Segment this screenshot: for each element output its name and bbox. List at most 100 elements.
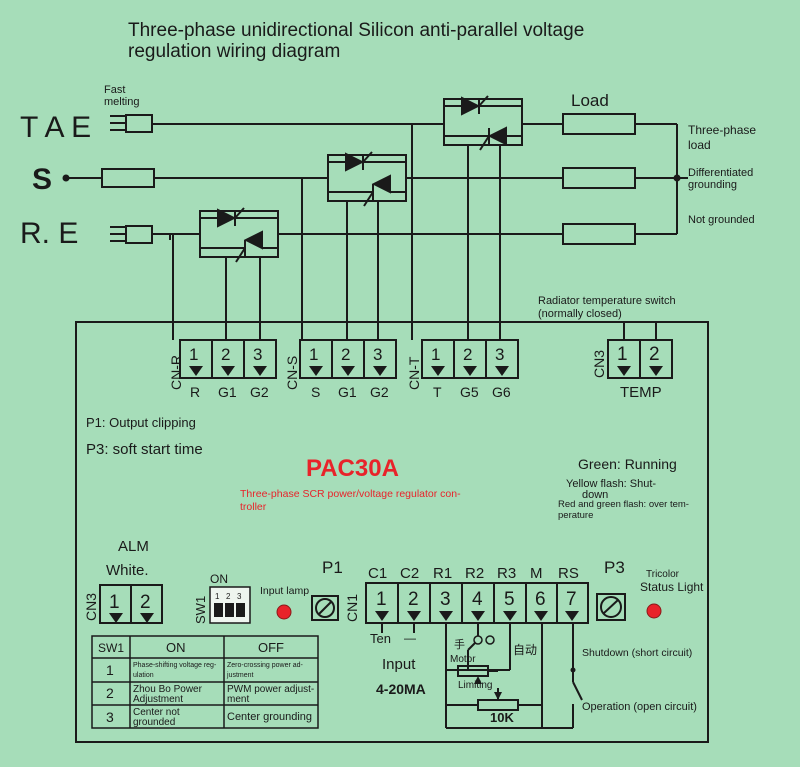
svg-text:S: S [311,384,320,400]
diff-grounding-1: Differentiated [688,167,753,179]
svg-text:C1: C1 [368,565,387,582]
status-green: Green: Running [578,456,677,472]
svg-text:2: 2 [649,344,660,365]
sw1-row1-num: 1 [106,662,114,678]
sw1-table-header-sw1: SW1 [98,641,124,655]
fuse-label-1: Fast [104,84,125,96]
status-red-1: Red and green flash: over tem- [558,499,689,510]
radiator-line-1: Radiator temperature switch [538,295,676,307]
svg-text:CN-T: CN-T [406,356,422,390]
p3-potentiometer[interactable] [596,593,626,621]
svg-text:1: 1 [215,592,220,601]
switch-operation: Operation (open circuit) [582,701,697,713]
model-desc-1: Three-phase SCR power/voltage regulator … [240,488,461,500]
sw1-row2-on2: Adjustment [133,694,183,705]
phase-s-label: S [32,163,52,196]
svg-text:4: 4 [472,589,483,610]
svg-text:G5: G5 [460,384,479,400]
status-light-indicator [646,603,662,619]
status-yellow-1: Yellow flash: Shut- [566,478,656,490]
note-p3: P3: soft start time [86,441,203,458]
three-phase-load-1: Three-phase [688,123,756,137]
svg-text:R3: R3 [497,565,516,582]
svg-text:G2: G2 [370,384,389,400]
sw1-row2-on: Zhou Bo Power [133,684,203,695]
svg-text:C2: C2 [400,565,419,582]
svg-text:CN-S: CN-S [284,356,300,390]
sw1-row1-on: Phase-shifting voltage reg- [133,662,217,669]
pot-auto: 自动 [513,643,537,657]
model-desc-2: troller [240,501,267,513]
svg-text:G1: G1 [218,384,237,400]
sw1-on-label: ON [210,572,228,586]
svg-text:3: 3 [373,345,382,364]
svg-text:G2: G2 [250,384,269,400]
sw1-row1-on2: ulation [133,672,154,679]
input-label: Input [382,656,416,673]
svg-text:2: 2 [221,345,230,364]
svg-text:R2: R2 [465,565,484,582]
connector-cn3-alm: CN3 1 2 [83,584,163,624]
svg-text:3: 3 [237,592,242,601]
svg-text:1: 1 [376,589,387,610]
sw1-table-header-off: OFF [258,640,284,655]
svg-text:CN3: CN3 [591,350,607,378]
svg-text:G1: G1 [338,384,357,400]
title-line-2: regulation wiring diagram [128,41,340,62]
radiator-line-2: (normally closed) [538,308,622,320]
three-phase-load-2: load [688,138,711,152]
input-ten: Ten [370,631,391,646]
note-p1: P1: Output clipping [86,415,196,430]
title-line-1: Three-phase unidirectional Silicon anti-… [128,20,584,41]
pot-motor: Motor [450,654,476,665]
fuse-label-2: melting [104,96,139,108]
svg-text:2: 2 [226,592,231,601]
sw1-row1-off: Zero-crossing power ad- [227,662,304,669]
svg-text:2: 2 [140,592,151,613]
p3-label: P3 [604,558,625,577]
svg-text:1: 1 [617,344,628,365]
svg-text:CN3: CN3 [83,593,99,621]
status-yellow-2: down [582,489,608,501]
sw1-row1-off2: justment [226,672,254,679]
connector-cn-r: CN-R 1 2 3 R G1 G2 [168,339,277,400]
input-range: 4-20MA [376,681,426,697]
phase-r-label: R. E [20,217,78,250]
svg-text:TEMP: TEMP [620,384,662,401]
p1-potentiometer[interactable] [311,595,339,621]
connector-cn-t: CN-T 1 2 3 T G5 G6 [406,339,519,400]
svg-text:T: T [433,384,442,400]
alm-label: ALM [118,538,149,555]
model-name: PAC30A [306,455,399,482]
input-lamp-label: Input lamp [260,585,309,597]
alm-white: White. [106,562,149,579]
svg-text:5: 5 [504,589,515,610]
load-label: Load [571,91,609,110]
svg-text:R1: R1 [433,565,452,582]
switch-shutdown: Shutdown (short circuit) [582,647,692,659]
connector-cn1: CN1 C1 C2 R1 R2 R3 M RS 1 2 3 4 5 6 7 [344,565,589,624]
svg-text:3: 3 [440,589,451,610]
svg-text:2: 2 [408,589,419,610]
svg-text:3: 3 [495,345,504,364]
sw1-row2-off2: ment [227,694,249,705]
svg-text:3: 3 [253,345,262,364]
connector-cn3-temp: CN3 1 2 TEMP [591,339,673,401]
sw1-name-rotated: SW1 [193,596,208,624]
phase-t-label: T A E [20,111,91,144]
svg-text:7: 7 [566,589,577,610]
svg-text:2: 2 [341,345,350,364]
sw1-row3-off: Center grounding [227,711,312,723]
tricolor-label: Tricolor [646,569,680,580]
svg-text:G6: G6 [492,384,511,400]
sw1-row3-num: 3 [106,709,114,725]
sw1-row2-off: PWM power adjust- [227,684,314,695]
pot-limiting: Limiting [458,680,492,691]
sw1-table [91,635,319,729]
sw1-row3-on: Center not [133,707,180,718]
svg-text:1: 1 [189,345,198,364]
sw1-dip-switch[interactable]: 1 2 3 [209,586,251,624]
svg-text:2: 2 [463,345,472,364]
input-lamp-indicator [276,604,292,620]
